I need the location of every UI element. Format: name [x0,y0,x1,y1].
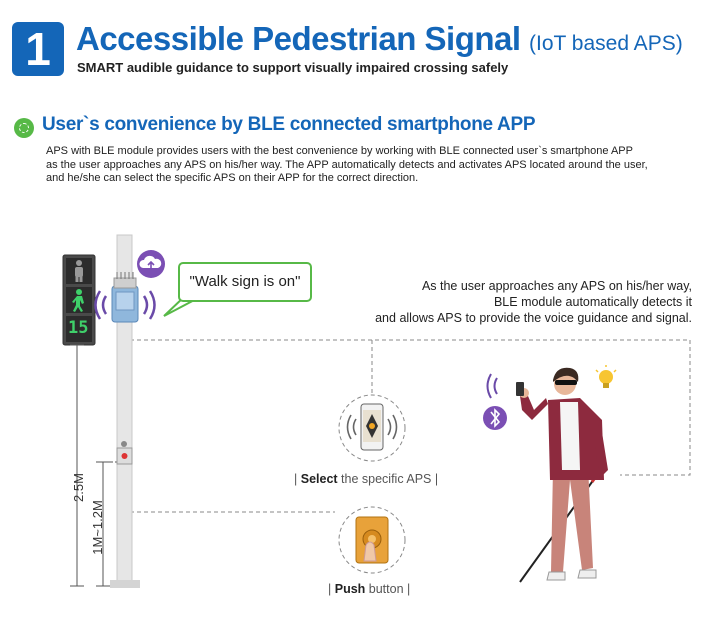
pedestrian-signal-head [62,254,96,346]
signal-pole [110,234,140,588]
visually-impaired-person [516,367,608,583]
caption-bold: Select [300,472,338,486]
bluetooth-icon [483,406,507,430]
caption-bar: | [328,582,332,596]
dashed-connectors [130,339,691,513]
pole-base [110,580,140,588]
approach-line: BLE module automatically detects it [493,295,692,309]
push-caption: | Push button | [328,582,410,596]
smartphone-icon [516,382,524,396]
description-line: and he/she can select the specific APS o… [46,172,419,184]
approach-description: As the user approaches any APS on his/he… [375,278,692,326]
caption-bar: | [407,582,411,596]
button-height-label: 1M~1.2M [89,500,105,555]
caption-bar: | [294,472,298,486]
stop-person-icon [75,260,83,282]
page-title-suffix: (IoT based APS) [529,32,683,55]
sunglasses-icon [555,380,577,385]
connector-top [130,339,691,476]
section-description: APS with BLE module provides users with … [46,145,716,186]
caption-rest: the specific APS [337,472,432,486]
section-bullet-icon [14,118,34,138]
page-title: Accessible Pedestrian Signal (IoT based … [76,20,683,58]
page-title-main: Accessible Pedestrian Signal [76,20,521,57]
caption-bar: | [434,472,439,486]
description-line: as the user approaches any APS on his/he… [46,158,648,171]
section-heading: User`s convenience by BLE connected smar… [42,114,536,135]
finger-icon [363,541,377,562]
description-line: APS with BLE module provides users with … [46,145,633,157]
push-button-device [116,441,133,465]
section-number-badge: 1 [12,22,64,76]
approach-line: and allows APS to provide the voice guid… [375,311,692,325]
light-bulb-icon [595,365,617,388]
push-button-illustration [338,506,406,574]
caption-bold: Push [334,582,366,596]
walk-person-icon [72,289,84,312]
wireless-signal-icon [94,290,156,320]
page-subtitle: SMART audible guidance to support visual… [77,60,509,75]
select-caption: | Select the specific APS | [294,472,438,486]
phone-signal-icon [346,414,398,440]
speech-bubble: "Walk sign is on" [178,262,312,302]
cloud-upload-icon [137,250,165,278]
select-aps-illustration [338,394,406,462]
pole-height-label: 2.5M [70,473,86,502]
signal-countdown: 15 [68,318,89,338]
approach-line: As the user approaches any APS on his/he… [421,279,692,293]
person-wireless-icon [486,373,498,399]
aps-device [111,272,139,323]
caption-rest: button [365,582,404,596]
